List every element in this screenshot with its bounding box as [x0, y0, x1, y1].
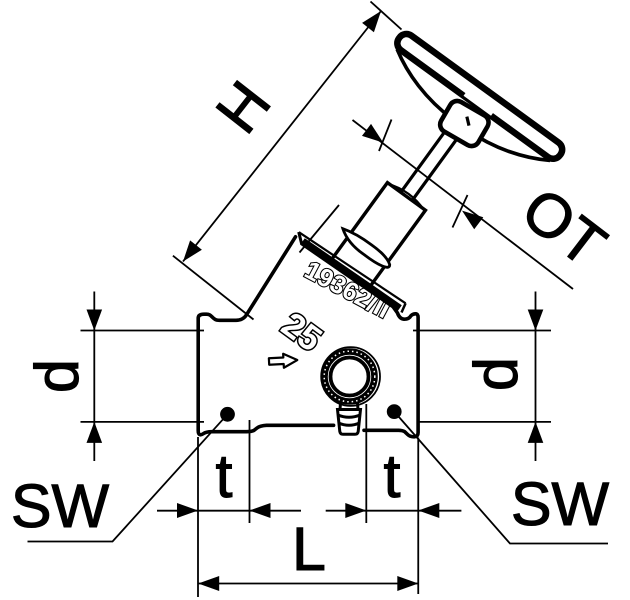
svg-text:L: L — [292, 515, 326, 583]
svg-text:d: d — [462, 357, 530, 391]
svg-text:t: t — [384, 442, 401, 510]
svg-text:SW: SW — [511, 470, 610, 538]
svg-text:t: t — [216, 442, 233, 510]
svg-text:SW: SW — [11, 472, 110, 540]
svg-text:d: d — [23, 359, 91, 393]
